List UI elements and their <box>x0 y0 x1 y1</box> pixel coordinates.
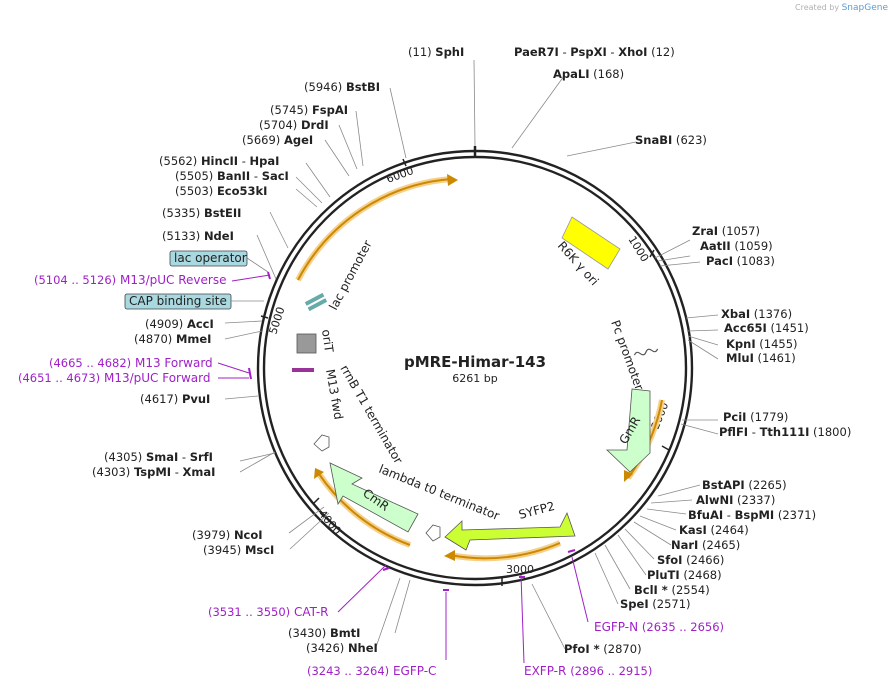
enzyme-label-sfoi: SfoI (2466) <box>657 553 724 567</box>
enzyme-label-drdi: (5704) DrdI <box>259 118 329 132</box>
enzyme-label-tspmi-group: (4303) TspMI - XmaI <box>92 465 215 479</box>
enzyme-label-apali: ApaLI (168) <box>553 67 624 81</box>
enzyme-label-msci: (3945) MscI <box>203 543 274 557</box>
feature-label-rrnb-t1: rrnB T1 terminator <box>337 363 405 467</box>
primer-label-egfp-c: (3243 .. 3264) EGFP-C <box>307 664 436 678</box>
cmr-gene[interactable] <box>329 462 419 533</box>
plasmid-name: pMRE-Himar-143 <box>404 353 546 371</box>
enzyme-label-agei: (5669) AgeI <box>242 133 313 147</box>
enzyme-label-fspai: (5745) FspAI <box>270 103 348 117</box>
orf-arrowhead-gmr <box>624 470 633 482</box>
enzyme-label-nhei: (3426) NheI <box>306 641 378 655</box>
svg-text:lac operator: lac operator <box>174 251 247 265</box>
boxed-label-lac-operator[interactable]: lac operator <box>169 250 248 267</box>
m13-fwd-shape[interactable] <box>292 368 314 372</box>
enzyme-label-nari: NarI (2465) <box>671 538 740 552</box>
orf-arrowhead-syfp2 <box>444 550 455 561</box>
enzyme-label-bmti: (3430) BmtI <box>288 626 360 640</box>
primer-label-cat-r: (3531 .. 3550) CAT-R <box>208 605 329 619</box>
enzyme-label-pflfi-group: PflFI - Tth111I (1800) <box>719 425 851 439</box>
tick-label-6000: 6000 <box>385 164 416 186</box>
feature-label-lac-promoter: lac promoter <box>326 238 374 312</box>
enzyme-label-paci: PacI (1083) <box>706 254 775 268</box>
enzyme-label-hincii-group: (5562) HincII - HpaI <box>159 154 279 168</box>
tick-label-1000: 1000 <box>625 234 651 265</box>
scale-ticks <box>260 158 670 586</box>
svg-text:CAP binding site: CAP binding site <box>129 294 227 308</box>
enzyme-label-paer7i-group: PaeR7I - PspXI - XhoI (12) <box>514 45 675 59</box>
snapgene-logo: SnapGene <box>841 3 888 13</box>
gmr-gene[interactable] <box>606 388 651 473</box>
enzyme-label-banii-group: (5505) BanII - SacI <box>175 169 289 183</box>
enzyme-label-sphi: (11) SphI <box>408 45 464 59</box>
tick-label-5000: 5000 <box>266 305 287 336</box>
leader-lac-operator <box>246 257 269 273</box>
primer-label-m13-puc-forward: (4651 .. 4673) M13/pUC Forward <box>18 371 211 385</box>
pc-promoter-shape[interactable] <box>633 347 659 357</box>
enzyme-label-bfuai-group: BfuAI - BspMI (2371) <box>688 508 816 522</box>
enzyme-label-pcii: PciI (1779) <box>723 410 788 424</box>
enzyme-label-bstapi: BstAPI (2265) <box>702 478 787 492</box>
primer-label-m13-forward: (4665 .. 4682) M13 Forward <box>49 356 213 370</box>
enzyme-label-pvui: (4617) PvuI <box>140 392 210 406</box>
enzyme-label-zrai: ZraI (1057) <box>692 224 760 238</box>
primer-leaders <box>217 274 589 664</box>
rrnb-t1-terminator-shape[interactable] <box>313 434 330 452</box>
orf-arrowhead-lac <box>447 174 458 186</box>
enzyme-label-kasi: KasI (2464) <box>679 523 749 537</box>
enzyme-label-ndei: (5133) NdeI <box>162 229 234 243</box>
tick-label-3000: 3000 <box>506 563 534 576</box>
feature-label-pc-promoter: Pc promoter <box>608 318 646 392</box>
primer-label-exfp-r: EXFP-R (2896 .. 2915) <box>524 664 652 678</box>
primer-marks <box>248 271 576 591</box>
feature-label-syfp2: SYFP2 <box>517 499 556 522</box>
lambda-t0-terminator-shape[interactable] <box>425 524 441 542</box>
enzyme-label-pluti: PluTI (2468) <box>647 568 722 582</box>
plasmid-length: 6261 bp <box>452 372 497 385</box>
enzyme-label-bstbi: (5946) BstBI <box>304 80 380 94</box>
enzyme-label-pfoi: PfoI * (2870) <box>564 642 642 656</box>
enzyme-label-bcli: BclI * (2554) <box>634 583 710 597</box>
enzyme-label-xbai: XbaI (1376) <box>721 307 792 321</box>
enzyme-label-mmei: (4870) MmeI <box>134 332 211 346</box>
enzyme-label-ncoi: (3979) NcoI <box>192 528 263 542</box>
enzyme-label-eco53ki: (5503) Eco53kI <box>175 184 267 198</box>
enzyme-label-aatii: AatII (1059) <box>700 239 773 253</box>
orit-shape[interactable] <box>296 333 317 354</box>
boxed-label-cap-binding-site[interactable]: CAP binding site <box>124 293 232 310</box>
enzyme-label-alwni: AlwNI (2337) <box>696 493 775 507</box>
feature-label-orit: oriT <box>319 328 336 353</box>
enzyme-label-kpni: KpnI (1455) <box>726 337 798 351</box>
enzyme-label-acc65i: Acc65I (1451) <box>724 321 809 335</box>
enzyme-label-smai-group: (4305) SmaI - SrfI <box>104 450 213 464</box>
enzyme-label-mlui: MluI (1461) <box>726 351 796 365</box>
enzyme-label-spei: SpeI (2571) <box>620 597 691 611</box>
enzyme-label-acci: (4909) AccI <box>145 317 214 331</box>
enzyme-label-bsteii: (5335) BstEII <box>162 206 241 220</box>
syfp2-gene[interactable] <box>444 511 576 551</box>
enzyme-label-snabi: SnaBI (623) <box>635 133 707 147</box>
primer-label-egfp-n: EGFP-N (2635 .. 2656) <box>594 620 724 634</box>
r6k-gamma-ori[interactable] <box>561 216 621 270</box>
orf-arrowhead-cmr <box>314 468 324 479</box>
lac-promoter-shape[interactable] <box>304 292 328 312</box>
primer-label-m13-puc-reverse: (5104 .. 5126) M13/pUC Reverse <box>34 273 226 287</box>
tick-label-4000: 4000 <box>316 508 344 538</box>
plasmid-backbone <box>256 146 694 587</box>
snapgene-watermark: Created by SnapGene <box>795 3 888 13</box>
orf-arrows <box>295 176 665 562</box>
leader-lines <box>224 59 719 650</box>
